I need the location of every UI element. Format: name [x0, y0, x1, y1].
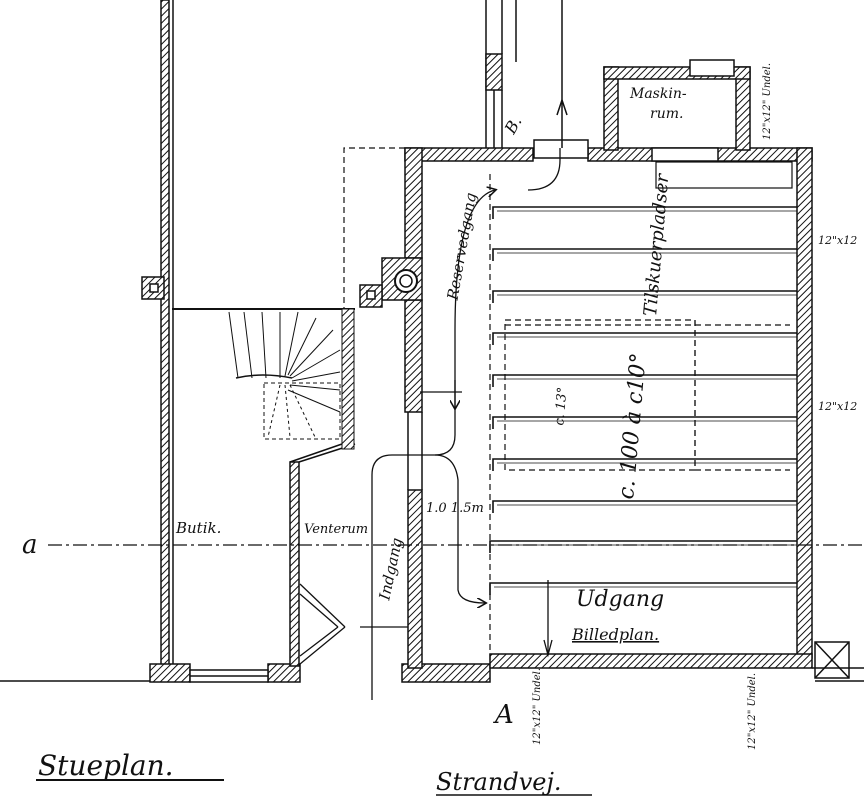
label-venterum: Venterum — [304, 522, 368, 537]
dashed-upper-outline — [343, 147, 790, 660]
label-b-mark: B. — [500, 113, 525, 138]
seating-row — [492, 248, 797, 261]
seating-row — [492, 458, 797, 471]
label-dim-bottom-1: 12"x12" Undel. — [532, 668, 543, 745]
circulation-arrows — [299, 148, 561, 700]
seating-row — [492, 290, 797, 303]
seating-row — [489, 540, 797, 553]
seating-row — [492, 206, 797, 219]
seating-row — [489, 582, 797, 595]
maskinrum-room — [603, 59, 793, 189]
label-udgang: Udgang — [576, 587, 664, 612]
label-dim-top: 12"x12" Undel. — [762, 63, 773, 140]
cinema-walls — [359, 147, 864, 682]
label-dim-right-1: 12"x12 — [818, 234, 857, 247]
label-indgang: Indgang — [375, 536, 406, 602]
seating-rows — [489, 206, 797, 595]
label-maskinrum-2: rum. — [650, 106, 683, 122]
corridor-top — [485, 0, 589, 159]
label-dim-bottom-2: 12"x12" Undel. — [747, 673, 758, 750]
title-stueplan: Stueplan. — [38, 749, 174, 782]
staircase — [228, 308, 355, 450]
seating-row — [492, 500, 797, 513]
label-c13: c. 13° — [552, 386, 570, 426]
label-a-cap: A — [493, 700, 514, 730]
label-maskinrum-1: Maskin- — [629, 86, 687, 102]
label-dim-right-2: 12"x12 — [818, 400, 857, 413]
label-a-mark: a — [22, 530, 38, 560]
seating-row — [492, 374, 797, 387]
label-width-note: 1.0 1.5m — [426, 501, 484, 516]
seating-row — [492, 332, 797, 345]
label-reservedgang: Reservedgang — [443, 191, 480, 302]
label-billedplan: Billedplan. — [571, 625, 659, 644]
label-count: c. 100 à c10° — [614, 352, 652, 500]
title-strandvej: Strandvej. — [436, 768, 562, 796]
label-butik: Butik. — [175, 519, 221, 537]
seating-row — [492, 416, 797, 429]
